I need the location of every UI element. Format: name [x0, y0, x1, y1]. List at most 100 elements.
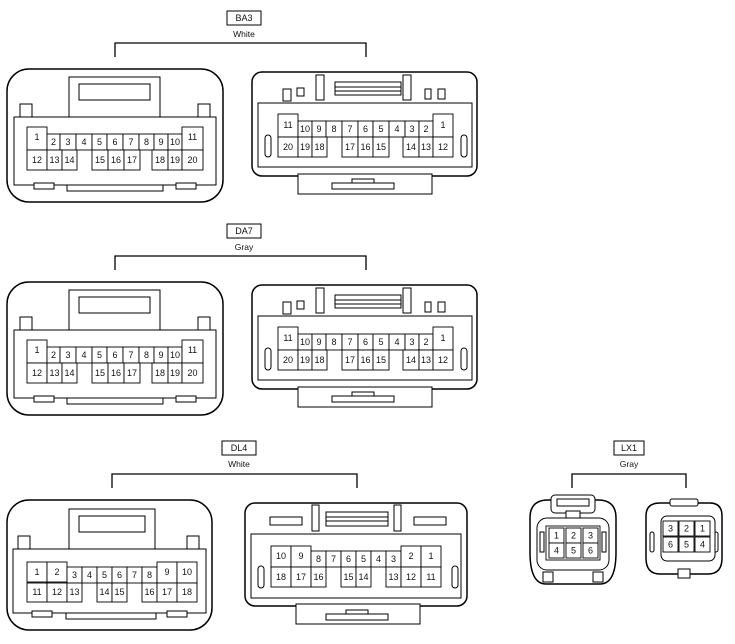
pin-label: 2: [408, 551, 413, 561]
pin-label: 2: [54, 567, 59, 577]
pin-label: 16: [144, 587, 154, 597]
pin-label: 19: [300, 355, 310, 365]
pin-label: 2: [423, 124, 428, 134]
pin-label: 17: [345, 142, 355, 152]
connector-color: Gray: [620, 459, 639, 469]
pin-label: 16: [360, 142, 370, 152]
pin-label: 19: [300, 142, 310, 152]
pin-label: 8: [331, 337, 336, 347]
pin-label: 3: [391, 554, 396, 564]
pairing-bracket: [111, 473, 358, 488]
pin-label: 17: [296, 572, 306, 582]
pin-label: 2: [51, 350, 56, 360]
pin-label: 5: [684, 540, 689, 550]
pin-label: 1: [554, 531, 559, 541]
pin-grid-right: 11 10 9 8 7 6 5 4 3 2 1: [277, 326, 454, 371]
pin-label: 15: [95, 155, 105, 165]
pin-label: 11: [32, 587, 41, 597]
pin-label: 12: [32, 368, 42, 378]
pin-label: 6: [668, 540, 673, 550]
pin-label: 12: [32, 155, 42, 165]
pin-label: 5: [571, 546, 576, 556]
pin-label: 18: [276, 572, 286, 582]
pin-label: 5: [361, 554, 366, 564]
pin-label: 17: [127, 368, 137, 378]
pin-label: 6: [112, 137, 117, 147]
pin-label: 18: [314, 355, 324, 365]
pin-label: 11: [283, 333, 292, 343]
pin-grid-right: 11 10 9 8 7 6 5 4 3 2 1: [277, 113, 454, 158]
pairing-bracket: [114, 255, 367, 270]
pairing-bracket: [571, 473, 687, 488]
connector-code-box: [226, 10, 262, 26]
pin-label: 15: [376, 142, 386, 152]
pin-label: 11: [283, 120, 292, 130]
pin-label: 16: [313, 572, 323, 582]
pin-label: 20: [283, 355, 293, 365]
pin-label: 4: [554, 546, 559, 556]
pin-label: 14: [406, 142, 416, 152]
pin-label: 18: [182, 587, 192, 597]
pin-label: 8: [316, 554, 321, 564]
connector-code-box: [613, 440, 645, 456]
pin-label: 4: [81, 137, 86, 147]
pin-label: 4: [81, 350, 86, 360]
pin-label: 3: [668, 524, 673, 534]
pin-label: 12: [438, 142, 448, 152]
pin-label: 19: [170, 368, 180, 378]
connector-group-lx1: LX1 Gray 1 2 3: [529, 440, 723, 585]
pin-label: 15: [343, 572, 353, 582]
pin-label: 3: [588, 531, 593, 541]
pin-label: 20: [187, 155, 197, 165]
pin-label: 5: [378, 124, 383, 134]
pin-label: 7: [347, 124, 352, 134]
pin-label: 5: [97, 137, 102, 147]
pin-label: 8: [147, 570, 152, 580]
pin-label: 6: [117, 570, 122, 580]
pin-label: 1: [34, 345, 39, 355]
pin-label: 17: [127, 155, 137, 165]
pin-label: 12: [438, 355, 448, 365]
pin-label: 1: [428, 551, 433, 561]
pin-label: 9: [298, 551, 303, 561]
connector-group-dl4: DL4 White 1 2 3: [6, 440, 468, 631]
pin-label: 4: [394, 124, 399, 134]
pin-label: 14: [358, 572, 368, 582]
pin-label: 14: [64, 155, 74, 165]
pin-label: 13: [69, 587, 79, 597]
pin-label: 9: [158, 137, 163, 147]
pin-label: 8: [331, 124, 336, 134]
pin-label: 8: [144, 350, 149, 360]
pin-label: 8: [144, 137, 149, 147]
pin-label: 10: [300, 124, 310, 134]
connector-color: Gray: [235, 242, 254, 252]
pin-label: 3: [65, 137, 70, 147]
pin-label: 3: [409, 124, 414, 134]
pin-label: 2: [684, 524, 689, 534]
pin-label: 1: [34, 132, 39, 142]
pin-label: 7: [132, 570, 137, 580]
pin-label: 7: [128, 137, 133, 147]
pin-label: 9: [316, 337, 321, 347]
pin-label: 5: [102, 570, 107, 580]
pin-grid-left: 1 2 3 4 5 6 7 8 9 10 11: [26, 339, 204, 384]
pin-label: 7: [128, 350, 133, 360]
pin-grid-left: 1 2 3 4 5 6: [545, 525, 601, 561]
pin-label: 12: [52, 587, 62, 597]
pin-label: 7: [331, 554, 336, 564]
pin-label: 1: [700, 524, 705, 534]
pin-label: 10: [182, 567, 192, 577]
connector-code: LX1: [621, 443, 637, 453]
connector-code: DL4: [231, 443, 248, 453]
pin-label: 17: [345, 355, 355, 365]
pin-label: 11: [426, 572, 435, 582]
pin-label: 11: [188, 345, 197, 355]
pin-label: 12: [406, 572, 416, 582]
connector-group-ba3: BA3 White 1 2 3: [6, 10, 478, 203]
pin-label: 13: [49, 155, 59, 165]
pin-label: 3: [72, 570, 77, 580]
pin-label: 14: [406, 355, 416, 365]
pin-label: 15: [376, 355, 386, 365]
pin-label: 20: [283, 142, 293, 152]
